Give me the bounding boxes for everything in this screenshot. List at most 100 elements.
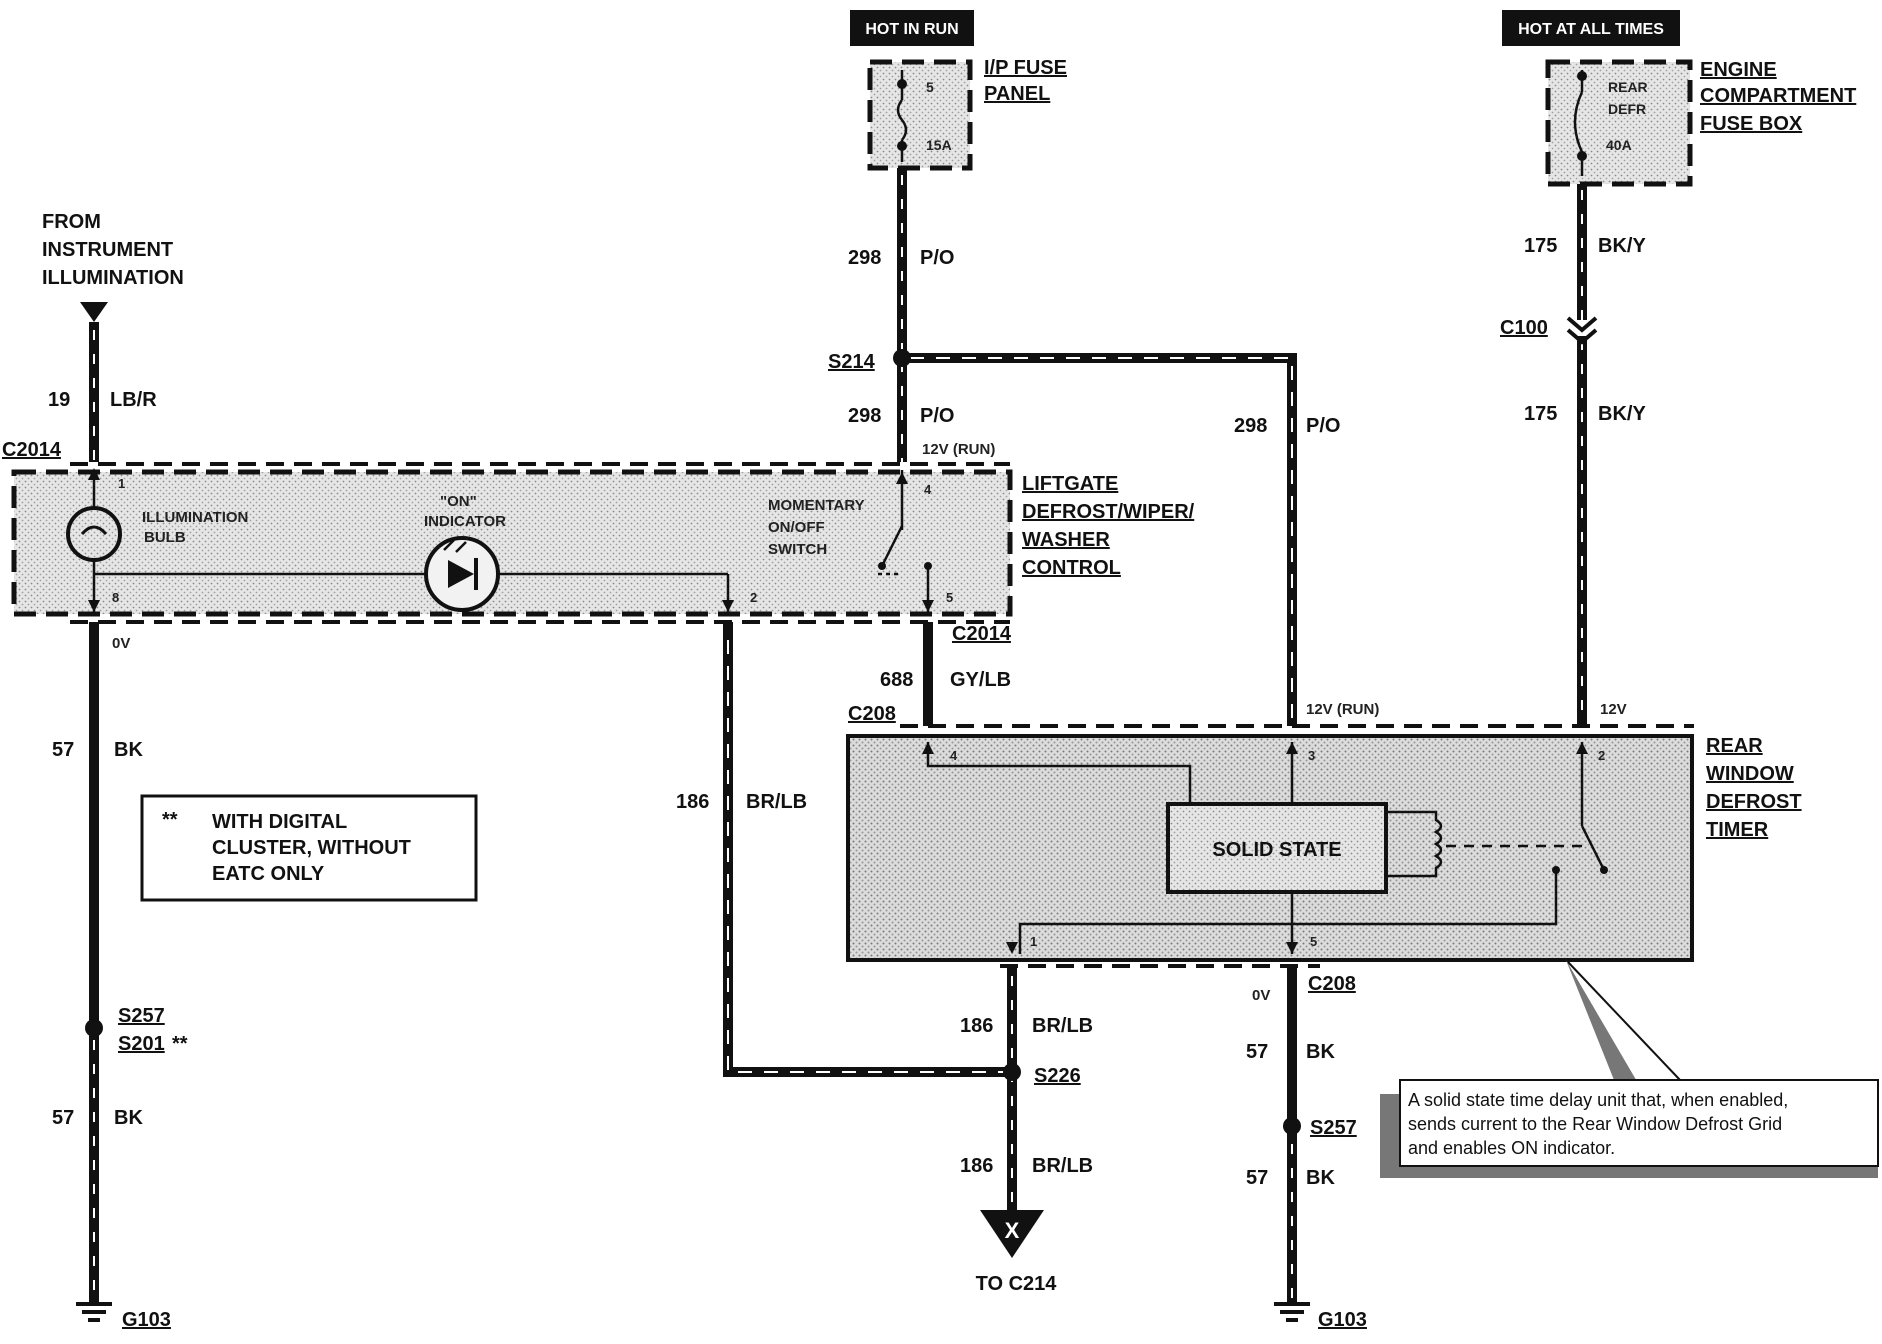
liftgate-control-label: LIFTGATE DEFROST/WIPER/ WASHER CONTROL [1022, 473, 1195, 579]
engine-fuse-box-label: ENGINE COMPARTMENT FUSE BOX [1700, 59, 1856, 135]
svg-text:BK/Y: BK/Y [1598, 403, 1646, 425]
svg-text:1: 1 [118, 476, 125, 491]
svg-text:REAR: REAR [1608, 79, 1648, 95]
svg-text:0V: 0V [1252, 987, 1270, 1004]
svg-text:FROM: FROM [42, 211, 101, 233]
svg-text:C208: C208 [848, 703, 896, 725]
svg-text:LIFTGATE: LIFTGATE [1022, 473, 1118, 495]
svg-text:COMPARTMENT: COMPARTMENT [1700, 85, 1856, 107]
splice-s214-dot [893, 349, 911, 367]
to-c214-connector: X [980, 1210, 1044, 1258]
svg-text:ILLUMINATION: ILLUMINATION [42, 267, 184, 289]
svg-text:ILLUMINATION: ILLUMINATION [142, 509, 248, 526]
svg-text:ON/OFF: ON/OFF [768, 519, 825, 536]
svg-text:5: 5 [946, 590, 953, 605]
wire-labels: 298 P/O 298 P/O 298 P/O 175 BK/Y 175 BK/… [48, 235, 1646, 1189]
ground-right-label: G103 [1318, 1309, 1367, 1331]
svg-text:MOMENTARY: MOMENTARY [768, 497, 865, 514]
svg-text:REAR: REAR [1706, 735, 1763, 757]
c100-connector-icon [1566, 316, 1598, 345]
svg-text:2: 2 [1598, 748, 1605, 763]
svg-text:12V: 12V [1600, 701, 1627, 718]
svg-text:WASHER: WASHER [1022, 529, 1110, 551]
splice-s226-dot [1003, 1063, 1021, 1081]
svg-text:C100: C100 [1500, 317, 1548, 339]
svg-text:5: 5 [1310, 934, 1317, 949]
svg-text:BR/LB: BR/LB [1032, 1155, 1093, 1177]
svg-text:12V (RUN): 12V (RUN) [1306, 701, 1379, 718]
hot-in-run-label: HOT IN RUN [850, 10, 974, 46]
svg-text:175: 175 [1524, 403, 1557, 425]
svg-text:57: 57 [1246, 1167, 1268, 1189]
svg-text:P/O: P/O [920, 405, 954, 427]
svg-text:WINDOW: WINDOW [1706, 763, 1794, 785]
svg-text:19: 19 [48, 389, 70, 411]
svg-text:P/O: P/O [920, 247, 954, 269]
to-c214-label: TO C214 [976, 1273, 1058, 1295]
solid-state-module [1166, 802, 1388, 894]
svg-text:57: 57 [52, 739, 74, 761]
digital-cluster-note: ** WITH DIGITAL CLUSTER, WITHOUT EATC ON… [140, 794, 478, 902]
svg-text:A solid state time delay unit: A solid state time delay unit that, when… [1408, 1090, 1788, 1110]
svg-text:P/O: P/O [1306, 415, 1340, 437]
svg-text:**: ** [172, 1033, 188, 1055]
ground-left-icon [76, 1302, 112, 1322]
svg-text:**: ** [162, 809, 178, 831]
svg-text:4: 4 [950, 748, 958, 763]
svg-text:C2014: C2014 [952, 623, 1012, 645]
svg-text:1: 1 [1030, 934, 1037, 949]
svg-text:S201: S201 [118, 1033, 165, 1055]
svg-text:8: 8 [112, 590, 119, 605]
svg-text:BK/Y: BK/Y [1598, 235, 1646, 257]
splice-s257-left-dot [85, 1019, 103, 1037]
svg-text:BR/LB: BR/LB [1032, 1015, 1093, 1037]
splice-s257-right-dot [1283, 1117, 1301, 1135]
relay-coil-icon [1386, 810, 1443, 878]
voltage-labels: 12V (RUN) 12V (RUN) 12V 0V 0V [112, 441, 1627, 1004]
svg-text:2: 2 [750, 590, 757, 605]
svg-text:688: 688 [880, 669, 913, 691]
svg-text:186: 186 [960, 1015, 993, 1037]
svg-text:DEFR: DEFR [1608, 101, 1646, 117]
svg-text:INSTRUMENT: INSTRUMENT [42, 239, 173, 261]
svg-text:4: 4 [924, 482, 932, 497]
svg-text:GY/LB: GY/LB [950, 669, 1011, 691]
rear-defrost-timer-label: REAR WINDOW DEFROST TIMER [1706, 735, 1802, 841]
ground-right-icon [1274, 1302, 1310, 1322]
svg-text:PANEL: PANEL [984, 83, 1050, 105]
svg-text:S257: S257 [1310, 1117, 1357, 1139]
svg-text:C208: C208 [1308, 973, 1356, 995]
splice-labels: S214 S257 S201 ** S226 S257 [118, 351, 1357, 1139]
svg-text:57: 57 [1246, 1041, 1268, 1063]
svg-text:LB/R: LB/R [110, 389, 157, 411]
svg-text:S257: S257 [118, 1005, 165, 1027]
svg-text:3: 3 [1308, 748, 1315, 763]
svg-text:15A: 15A [926, 137, 952, 153]
ip-fuse-panel-label: I/P FUSE PANEL [984, 57, 1067, 105]
svg-text:CLUSTER, WITHOUT: CLUSTER, WITHOUT [212, 837, 411, 859]
svg-text:C2014: C2014 [2, 439, 62, 461]
svg-text:BK: BK [114, 739, 143, 761]
svg-text:298: 298 [848, 247, 881, 269]
svg-text:BK: BK [114, 1107, 143, 1129]
svg-text:HOT AT ALL TIMES: HOT AT ALL TIMES [1518, 21, 1664, 38]
svg-text:SWITCH: SWITCH [768, 541, 827, 558]
svg-text:ENGINE: ENGINE [1700, 59, 1777, 81]
connector-labels: C2014 C2014 C208 C208 C100 [2, 317, 1548, 995]
svg-text:I/P FUSE: I/P FUSE [984, 57, 1067, 79]
svg-text:EATC ONLY: EATC ONLY [212, 863, 325, 885]
liftgate-control-box: 1 8 ILLUMINATION BULB 2 "ON" INDICATOR 4… [11, 462, 1013, 624]
svg-text:DEFROST: DEFROST [1706, 791, 1802, 813]
hot-at-all-times-label: HOT AT ALL TIMES [1502, 10, 1680, 46]
input-arrow-icon [80, 302, 108, 322]
svg-text:sends current to the Rear Wind: sends current to the Rear Window Defrost… [1408, 1114, 1782, 1134]
svg-text:S214: S214 [828, 351, 876, 373]
svg-text:298: 298 [848, 405, 881, 427]
svg-text:INDICATOR: INDICATOR [424, 513, 506, 530]
svg-text:and enables ON indicator.: and enables ON indicator. [1408, 1138, 1615, 1158]
svg-text:57: 57 [52, 1107, 74, 1129]
svg-text:BK: BK [1306, 1041, 1335, 1063]
svg-text:DEFROST/WIPER/: DEFROST/WIPER/ [1022, 501, 1195, 523]
svg-text:12V (RUN): 12V (RUN) [922, 441, 995, 458]
